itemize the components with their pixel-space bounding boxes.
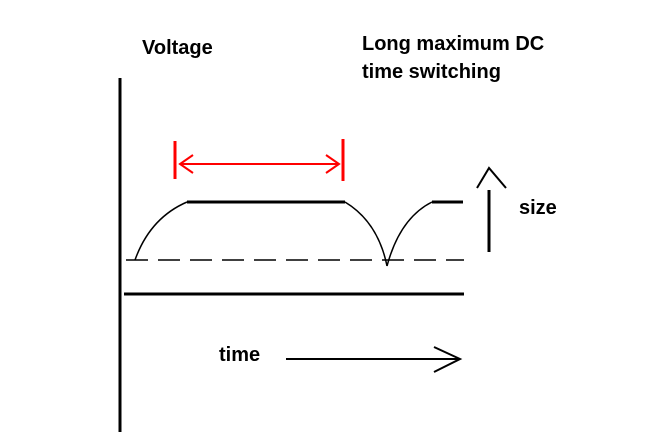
duration-marker-right-arrowhead <box>325 154 341 174</box>
pulse-falling-edge <box>344 201 388 267</box>
size-arrow <box>476 166 507 252</box>
time-arrow <box>286 346 463 373</box>
pulse-rising-edge <box>134 201 188 261</box>
time-axis-label: time <box>219 344 261 366</box>
diagram-title-line-1: Long maximum DC <box>362 33 545 55</box>
size-arrow-head <box>476 166 507 189</box>
second-pulse-rising-edge <box>386 201 433 267</box>
diagram-title-line-2: time switching <box>362 61 501 83</box>
duration-marker <box>173 139 345 181</box>
size-label: size <box>519 197 557 219</box>
voltage-axis-label: Voltage <box>142 37 213 59</box>
duration-marker-left-arrowhead <box>178 154 194 174</box>
time-arrow-head <box>433 346 463 373</box>
